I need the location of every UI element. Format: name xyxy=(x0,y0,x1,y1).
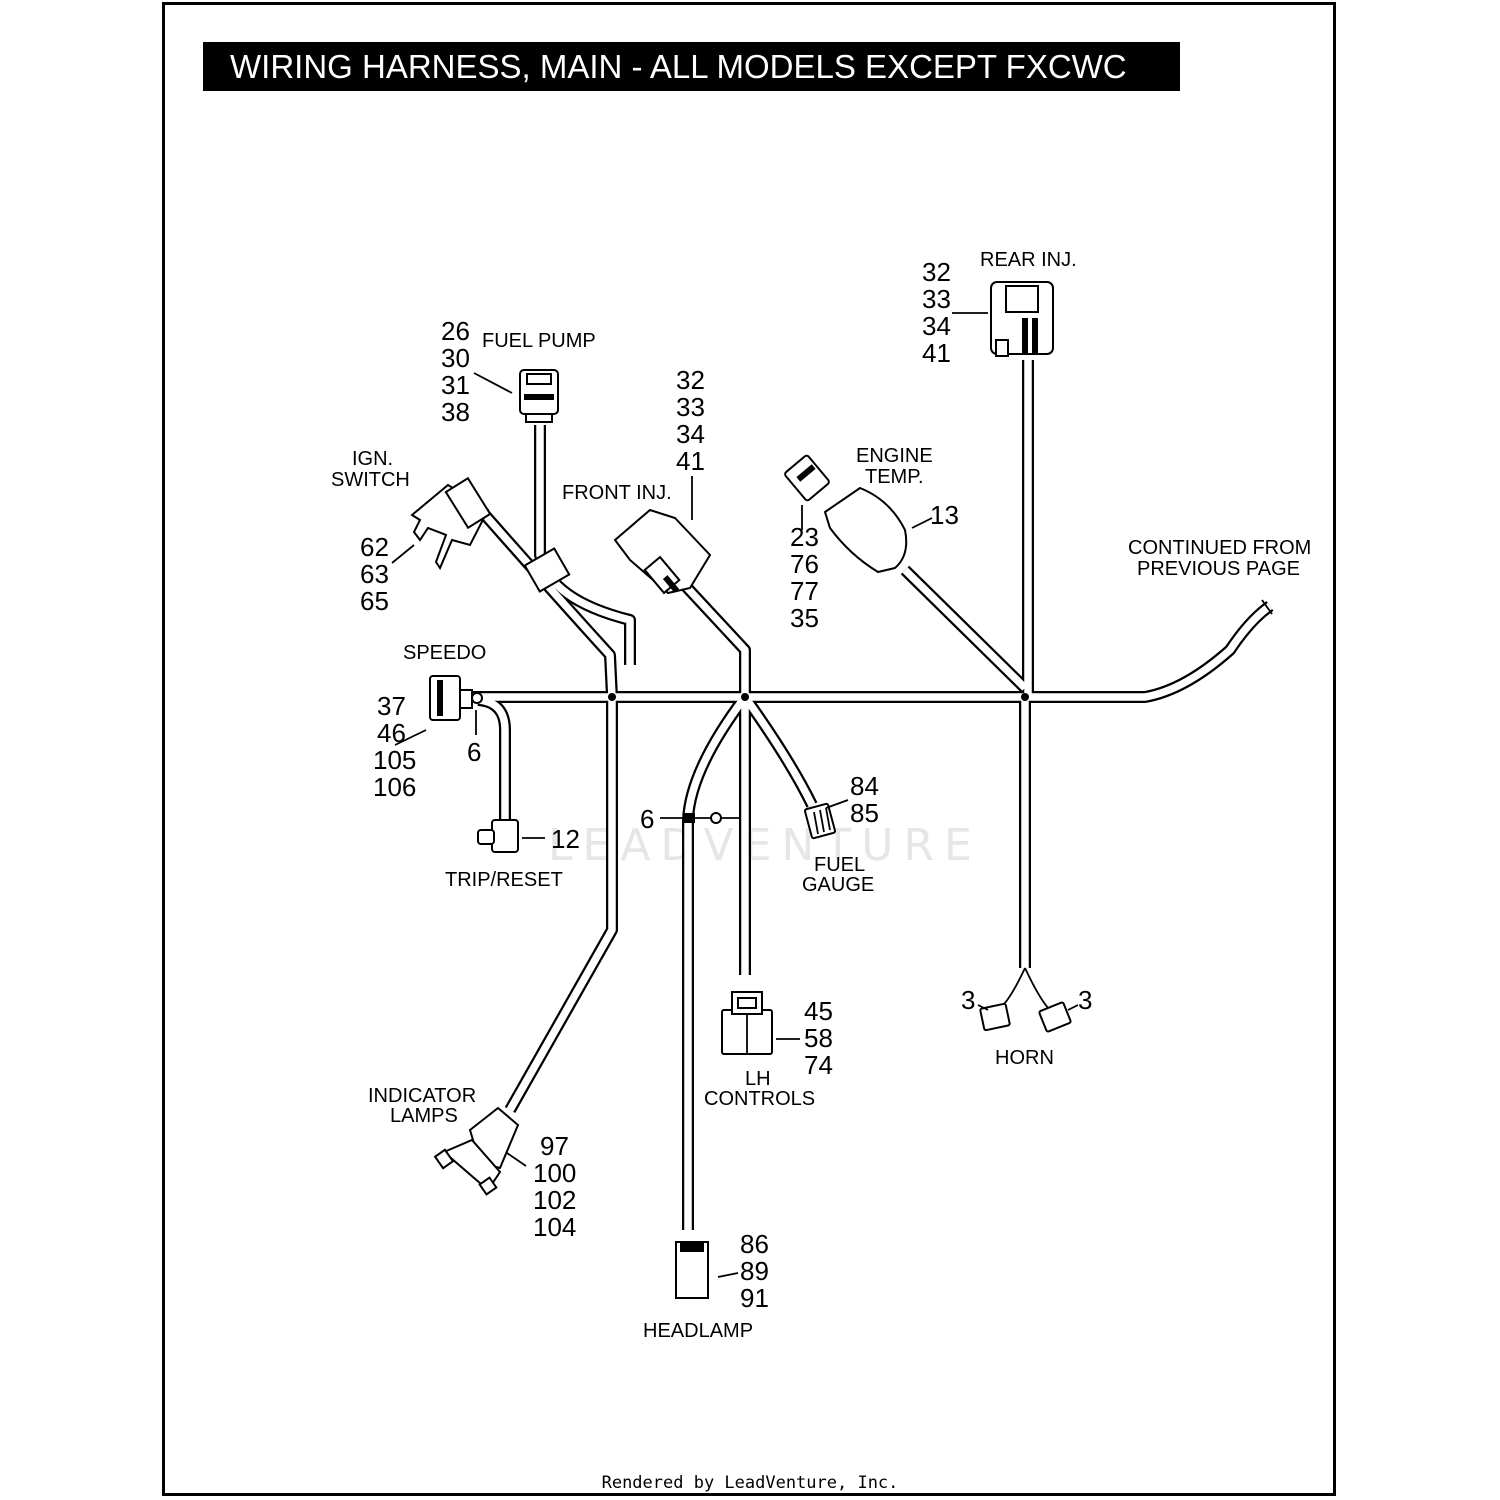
part-num: 34 xyxy=(676,419,705,449)
part-num: 91 xyxy=(740,1283,769,1313)
label-front-inj: FRONT INJ. xyxy=(562,482,672,504)
part-num: 3 xyxy=(1078,985,1092,1015)
label-rear-inj: REAR INJ. xyxy=(980,249,1077,271)
label-ign-switch-line2: SWITCH xyxy=(331,469,410,491)
part-num: 31 xyxy=(441,370,470,400)
part-num: 37 xyxy=(377,691,406,721)
lh-controls-connector xyxy=(721,991,773,1055)
part-num: 58 xyxy=(804,1023,833,1053)
ignition-switch-connector xyxy=(410,476,492,571)
trip-reset-connector xyxy=(477,819,519,853)
part-num: 62 xyxy=(360,532,389,562)
part-num: 85 xyxy=(850,798,879,828)
indicator-lamps-connector xyxy=(433,1106,520,1196)
part-num: 13 xyxy=(930,500,959,530)
part-num: 102 xyxy=(533,1185,576,1215)
front-injector-connector xyxy=(613,508,712,595)
part-num: 32 xyxy=(676,365,705,395)
part-num: 30 xyxy=(441,343,470,373)
part-num: 6 xyxy=(467,737,481,767)
part-num: 106 xyxy=(373,772,416,802)
label-lh-controls-line1: LH xyxy=(745,1068,771,1090)
wire-clip xyxy=(683,812,740,824)
watermark: LEADVENTURE xyxy=(548,820,982,871)
part-num: 32 xyxy=(922,257,951,287)
part-num: 97 xyxy=(540,1131,569,1161)
label-headlamp: HEADLAMP xyxy=(643,1320,753,1342)
label-continued-line1: CONTINUED FROM xyxy=(1128,537,1311,559)
label-fuel-gauge-line2: GAUGE xyxy=(802,874,874,896)
speedometer-connector xyxy=(429,675,483,721)
label-horn: HORN xyxy=(995,1047,1054,1069)
part-num: 33 xyxy=(922,284,951,314)
part-num: 46 xyxy=(377,718,406,748)
part-num: 23 xyxy=(790,522,819,552)
label-trip-reset: TRIP/RESET xyxy=(445,869,563,891)
engine-temp-sensor xyxy=(784,454,908,574)
part-num: 35 xyxy=(790,603,819,633)
label-speedo: SPEEDO xyxy=(403,642,486,664)
part-num: 45 xyxy=(804,996,833,1026)
label-indicator-lamps-line1: INDICATOR xyxy=(368,1085,476,1107)
rear-injector-connector xyxy=(990,281,1054,357)
part-num: 89 xyxy=(740,1256,769,1286)
label-fuel-pump: FUEL PUMP xyxy=(482,330,596,352)
label-engine-temp-line2: TEMP. xyxy=(865,466,924,488)
headlamp-connector xyxy=(675,1241,709,1299)
leader-lines xyxy=(391,312,1079,1278)
part-num: 26 xyxy=(441,316,470,346)
part-num: 33 xyxy=(676,392,705,422)
part-num: 63 xyxy=(360,559,389,589)
label-ign-switch-line1: IGN. xyxy=(352,448,393,470)
label-lh-controls-line2: CONTROLS xyxy=(704,1088,815,1110)
part-num: 34 xyxy=(922,311,951,341)
part-num: 104 xyxy=(533,1212,576,1242)
diagram-title: WIRING HARNESS, MAIN - ALL MODELS EXCEPT… xyxy=(203,42,1180,91)
fuel-pump-connector xyxy=(519,369,559,423)
part-num: 100 xyxy=(533,1158,576,1188)
fuel-gauge-connector xyxy=(803,802,837,840)
part-num: 12 xyxy=(551,824,580,854)
part-num: 6 xyxy=(640,804,654,834)
part-num: 105 xyxy=(373,745,416,775)
label-engine-temp-line1: ENGINE xyxy=(856,445,933,467)
part-num: 38 xyxy=(441,397,470,427)
part-num: 77 xyxy=(790,576,819,606)
part-num: 41 xyxy=(922,338,951,368)
footer-credit: Rendered by LeadVenture, Inc. xyxy=(601,1473,899,1493)
label-continued-line2: PREVIOUS PAGE xyxy=(1137,558,1300,580)
part-num: 3 xyxy=(961,985,975,1015)
part-num: 41 xyxy=(676,446,705,476)
label-fuel-gauge-line1: FUEL xyxy=(814,854,865,876)
part-num: 84 xyxy=(850,771,879,801)
horn-connector-right xyxy=(1038,1001,1072,1033)
label-indicator-lamps-line2: LAMPS xyxy=(390,1105,458,1127)
part-num: 74 xyxy=(804,1050,833,1080)
part-num: 86 xyxy=(740,1229,769,1259)
part-num: 76 xyxy=(790,549,819,579)
part-num: 65 xyxy=(360,586,389,616)
